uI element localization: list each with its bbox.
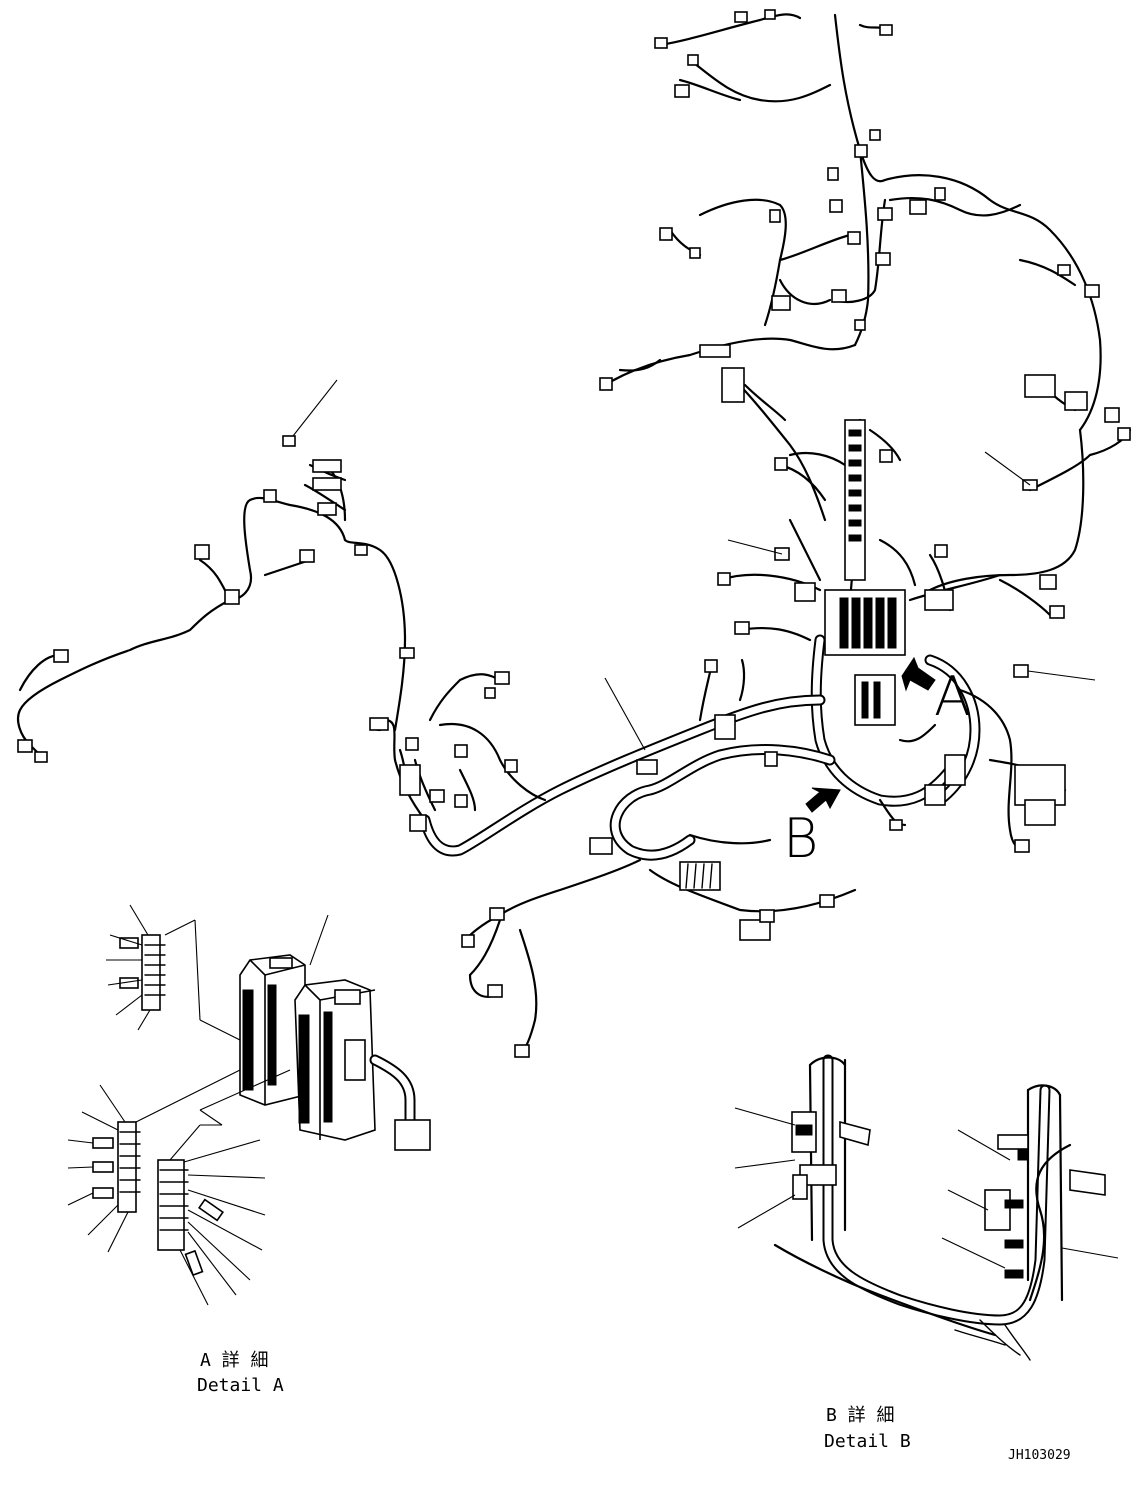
fuse-block: [717, 367, 1066, 853]
detail-a-caption-jp: A 詳 細: [200, 1350, 269, 1371]
callout-a: A: [934, 665, 971, 728]
relay-module-1: [239, 954, 306, 1106]
left-connectors: [17, 435, 518, 832]
upper-connectors: [599, 9, 1131, 619]
arrow-a-icon: [901, 656, 936, 692]
connector-strip-1: [106, 904, 241, 1041]
side-connector: [1013, 664, 1029, 678]
arrow-b-icon: [805, 787, 841, 813]
callout-b: B: [783, 807, 819, 870]
left-harness: [16, 463, 547, 822]
trunk-connectors: [461, 659, 835, 1058]
drawing-number: JH103029: [1008, 1448, 1071, 1463]
upper-harness: [603, 13, 1132, 617]
detail-b-caption-jp: B 詳 細: [826, 1405, 895, 1426]
detail-a-caption-en: Detail A: [197, 1375, 284, 1396]
detail-a: [67, 904, 431, 1306]
leader-lines: [292, 379, 1096, 751]
connector-strip-3: [157, 1069, 291, 1306]
relay-module-2: [294, 979, 376, 1141]
connector-strip-2: [67, 1069, 241, 1253]
detail-b: [734, 1054, 1119, 1361]
detail-b-caption-en: Detail B: [824, 1431, 911, 1452]
